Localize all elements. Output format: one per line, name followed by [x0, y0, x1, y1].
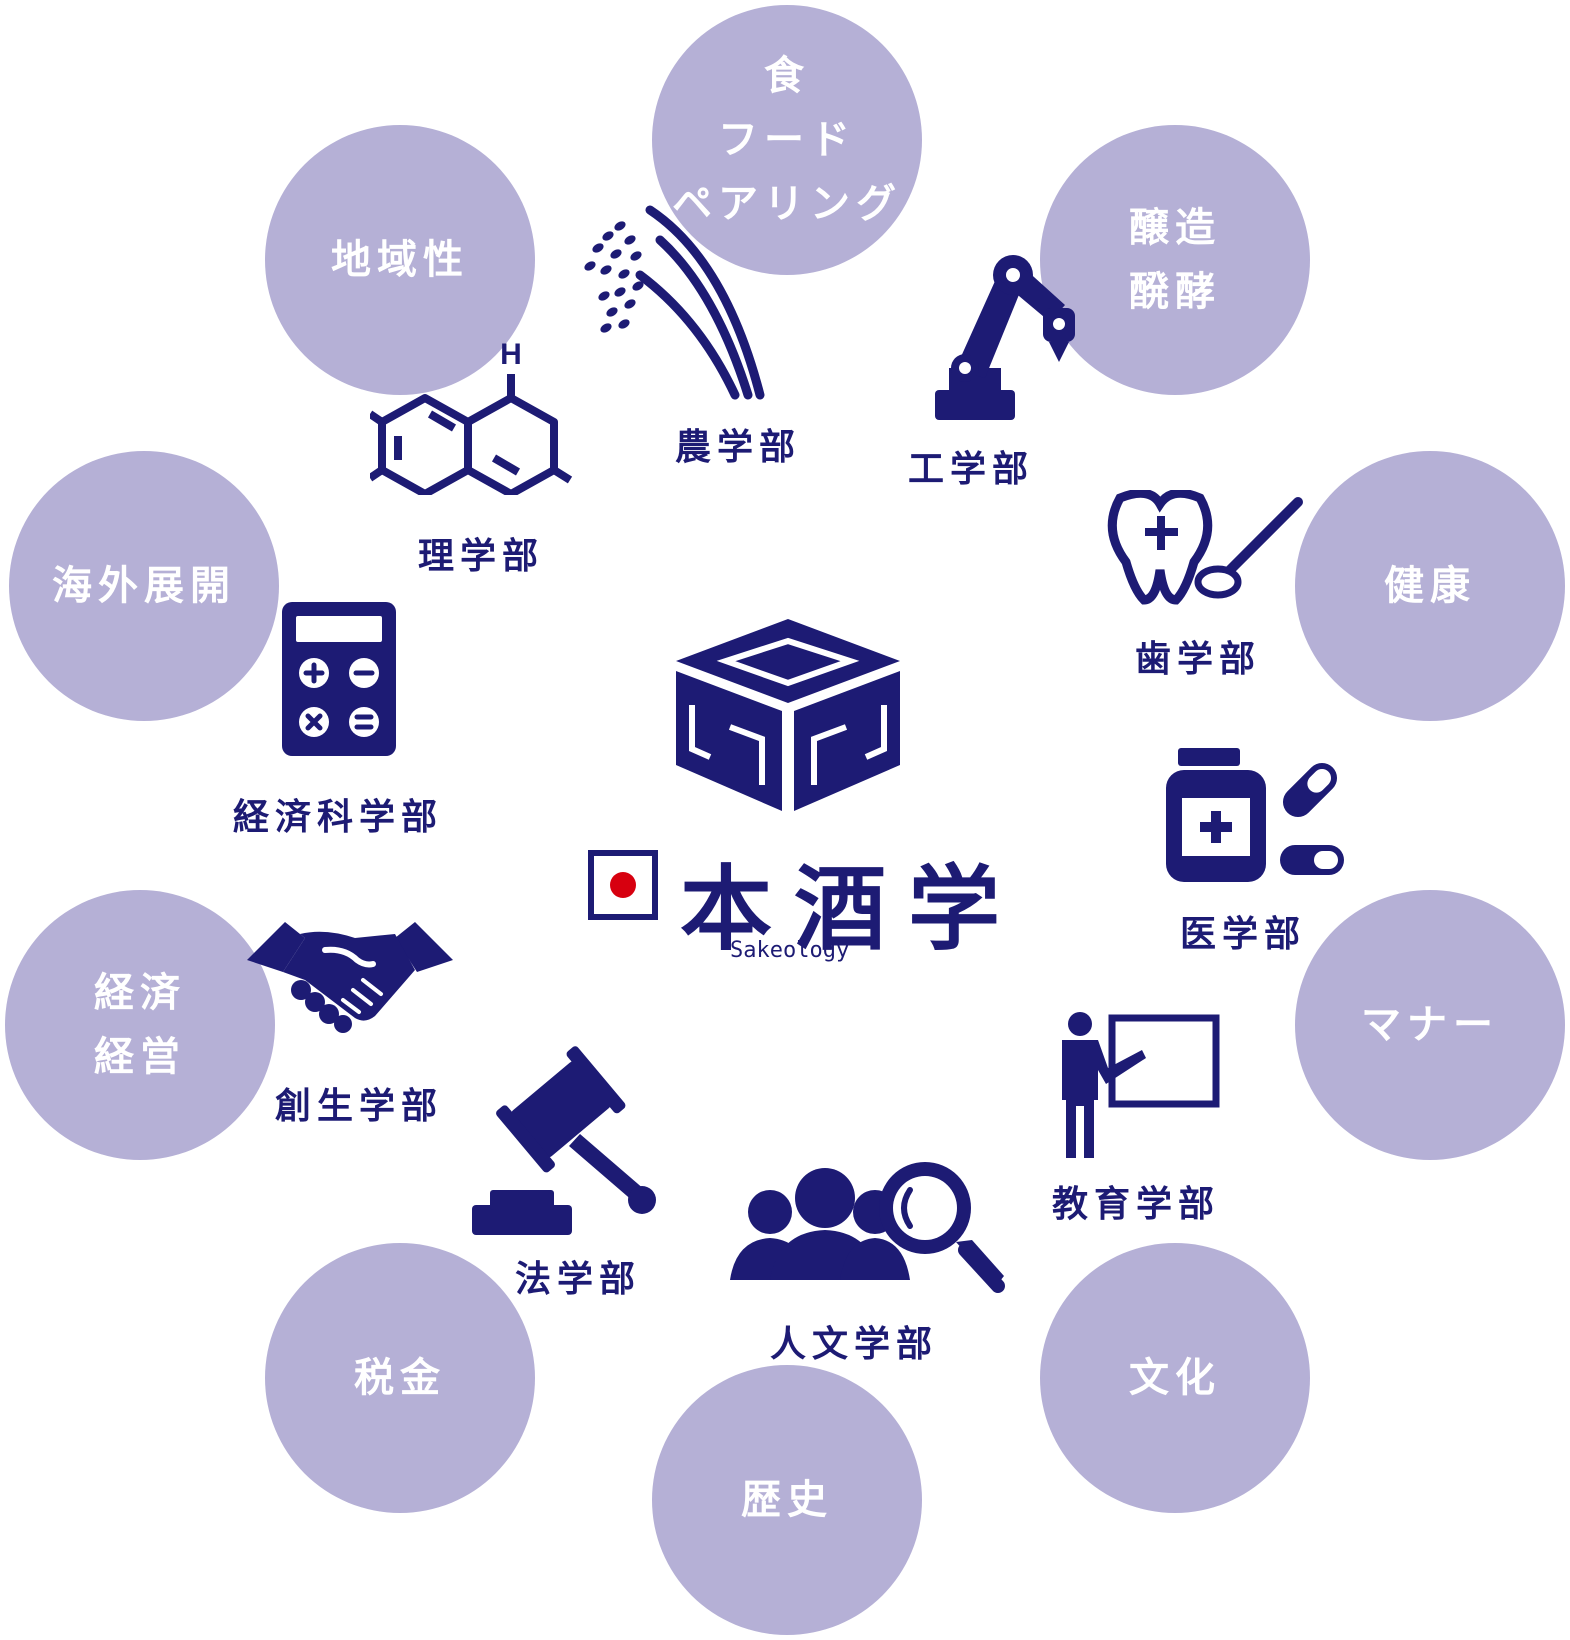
medicine-bottle-icon	[1166, 748, 1344, 882]
rice-plant-icon	[584, 205, 765, 400]
calculator-icon	[282, 602, 396, 756]
logo-title: 本酒学	[680, 856, 1023, 963]
japan-flag-icon	[588, 850, 658, 920]
molecule-icon: H	[370, 340, 573, 495]
topic-regionality: 地域性	[265, 125, 535, 395]
topic-food-pairing: 食 フード ペアリング	[652, 5, 922, 275]
people-search-icon	[730, 1162, 1005, 1293]
logo-subtitle: Sakeology	[730, 938, 850, 963]
topic-culture: 文化	[1040, 1243, 1310, 1513]
dept-education: 教育学部	[1052, 1184, 1221, 1225]
topic-health: 健康	[1295, 451, 1565, 721]
topic-brewing: 醸造 醗酵	[1040, 125, 1310, 395]
robot-arm-icon	[935, 255, 1075, 420]
dept-law: 法学部	[515, 1259, 642, 1300]
dept-agriculture: 農学部	[675, 427, 802, 468]
dept-creation: 創生学部	[275, 1086, 444, 1127]
topic-manners: マナー	[1295, 890, 1565, 1160]
topic-history: 歴史	[652, 1365, 922, 1635]
dept-engineering: 工学部	[908, 449, 1035, 490]
handshake-icon	[247, 922, 453, 1033]
dept-dentistry: 歯学部	[1135, 639, 1262, 680]
gavel-icon	[472, 1046, 656, 1235]
topic-economics-management: 経済 経営	[5, 890, 275, 1160]
teacher-board-icon	[1062, 1012, 1220, 1158]
topic-tax: 税金	[265, 1243, 535, 1513]
tooth-mirror-icon	[1107, 490, 1303, 605]
topic-overseas-expansion: 海外展開	[9, 451, 279, 721]
dept-economic-science: 経済科学部	[233, 797, 444, 838]
dept-science: 理学部	[418, 536, 545, 577]
dept-humanities: 人文学部	[770, 1324, 939, 1365]
dept-medicine: 医学部	[1180, 914, 1307, 955]
sake-masu-box-icon	[676, 619, 900, 811]
svg-text:H: H	[500, 340, 522, 371]
